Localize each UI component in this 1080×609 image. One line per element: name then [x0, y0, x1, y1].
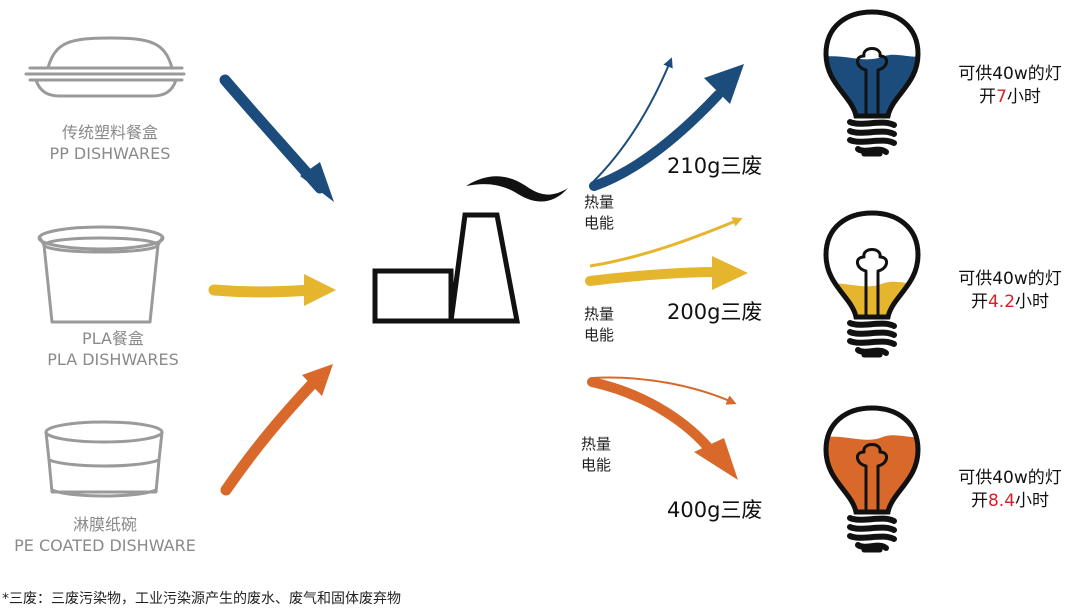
heat-line: 热量 — [584, 305, 615, 323]
source-pla-name-en: PLA DISHWARES — [47, 350, 179, 369]
waste-amount-blue: 210g三废 — [667, 154, 763, 178]
smoke-icon — [466, 176, 568, 202]
bulb-screw-ring — [847, 533, 897, 542]
result-yellow: 可供40w的灯 开4.2小时 — [940, 268, 1080, 314]
bulb-screw-ring — [847, 128, 897, 137]
source-pp-name-cn: 传统塑料餐盒 — [61, 123, 158, 142]
result-line1: 可供40w的灯 — [958, 64, 1062, 84]
waste-amount-yellow: 200g三废 — [667, 300, 763, 324]
waste-amount-orange: 400g三废 — [667, 498, 763, 522]
bulb-screw-ring — [847, 515, 897, 524]
bulb-filament — [856, 443, 888, 512]
electricity-line: 电能 — [581, 456, 612, 474]
electricity-line: 电能 — [584, 326, 615, 344]
bulb-screw-ring — [847, 329, 897, 338]
blue-thin-arrow — [592, 57, 673, 183]
heat-label-yellow: 热量 电能 — [584, 304, 614, 346]
result-line2: 开8.4小时 — [940, 490, 1080, 513]
pp-input-arrowhead — [300, 162, 334, 202]
yellow-thin-arrow — [589, 217, 743, 268]
pp-input-arrow — [219, 74, 326, 194]
bulb-screw-ring — [847, 137, 897, 146]
orange-thick-arrow — [587, 377, 717, 457]
bulb-screw-ring — [855, 146, 889, 155]
source-pp-label: 传统塑料餐盒 PP DISHWARES — [0, 122, 220, 164]
yellow-thick-arrow — [585, 267, 723, 286]
bulb-filament — [856, 248, 888, 317]
result-orange: 可供40w的灯 开8.4小时 — [940, 467, 1080, 513]
pp-container-icon — [24, 36, 186, 98]
pe-input-arrow — [220, 376, 320, 496]
bulb-liquid-fill — [826, 54, 918, 116]
source-pp-name-en: PP DISHWARES — [49, 144, 171, 163]
bulb-liquid-fill — [826, 435, 918, 512]
heat-line: 热量 — [581, 435, 612, 453]
orange-thick-arrowhead — [694, 438, 738, 480]
footnote: *三废：三废污染物，工业污染源产生的废水、废气和固体废弃物 — [2, 591, 401, 607]
source-pla-name-cn: PLA餐盒 — [82, 329, 144, 348]
bulb-screw-ring — [855, 542, 889, 551]
bulb-glass-outline — [823, 9, 921, 119]
source-pe-name-cn: 淋膜纸碗 — [72, 515, 137, 534]
orange-thin-arrow — [591, 376, 737, 405]
bulb-screw-ring — [847, 524, 897, 533]
result-suffix: 小时 — [1015, 491, 1050, 511]
light-bulb-yellow-icon — [823, 210, 921, 358]
pla-input-arrowhead — [304, 274, 336, 306]
result-line2: 开4.2小时 — [940, 291, 1080, 314]
heat-line: 热量 — [584, 193, 615, 211]
factory-icon — [372, 212, 521, 324]
result-line1: 可供40w的灯 — [958, 269, 1062, 289]
result-hours-value: 4.2 — [987, 292, 1016, 312]
pe-input-arrowhead — [302, 364, 333, 396]
pla-bowl-icon — [37, 225, 165, 324]
source-pe-label: 淋膜纸碗 PE COATED DISHWARE — [0, 514, 215, 556]
light-bulb-blue-icon — [823, 9, 921, 157]
result-prefix: 开 — [970, 491, 988, 511]
result-blue: 可供40w的灯 开7小时 — [940, 63, 1080, 109]
source-pe-name-en: PE COATED DISHWARE — [14, 536, 196, 555]
electricity-line: 电能 — [584, 214, 615, 232]
source-pla-label: PLA餐盒 PLA DISHWARES — [3, 328, 223, 370]
yellow-thick-arrowhead — [712, 256, 748, 290]
bulb-screw-ring — [847, 119, 897, 128]
heat-label-blue: 热量 电能 — [584, 192, 614, 234]
result-line1: 可供40w的灯 — [958, 468, 1062, 488]
pe-bowl-icon — [44, 420, 164, 498]
bulb-screw-ring — [855, 347, 889, 356]
result-suffix: 小时 — [1006, 87, 1041, 107]
bulb-glass-outline — [823, 405, 921, 515]
light-bulb-orange-icon — [823, 405, 921, 553]
heat-label-orange: 热量 电能 — [581, 434, 611, 476]
bulb-filament — [856, 47, 888, 116]
bulb-screw-ring — [847, 320, 897, 329]
result-suffix: 小时 — [1015, 292, 1050, 312]
result-prefix: 开 — [979, 87, 997, 107]
blue-thick-arrow — [589, 90, 723, 191]
result-prefix: 开 — [970, 292, 988, 312]
result-hours-value: 8.4 — [987, 491, 1016, 511]
blue-thick-arrowhead — [704, 64, 744, 104]
bulb-screw-ring — [847, 338, 897, 347]
result-line2: 开7小时 — [940, 86, 1080, 109]
pla-input-arrow — [208, 284, 318, 298]
bulb-glass-outline — [823, 210, 921, 320]
result-hours-value: 7 — [996, 87, 1007, 107]
